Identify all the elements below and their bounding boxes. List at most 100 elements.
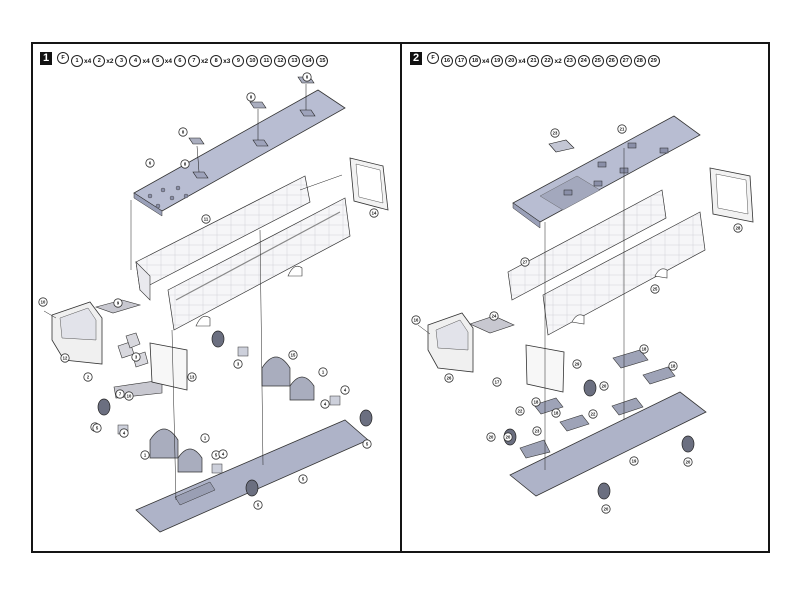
callout-29: 29 (572, 359, 582, 369)
callout-26: 26 (444, 373, 454, 383)
callout-8: 8 (246, 92, 256, 102)
svg-text:18: 18 (554, 411, 559, 416)
left-side-panel (507, 189, 667, 301)
callout-19: 19 (629, 456, 639, 466)
svg-text:29: 29 (575, 362, 580, 367)
callout-21: 21 (617, 124, 627, 134)
svg-text:20: 20 (604, 507, 609, 512)
svg-text:5: 5 (257, 503, 260, 508)
svg-text:8: 8 (184, 162, 187, 167)
svg-text:20: 20 (602, 384, 607, 389)
part-number-25: 25 (591, 55, 604, 67)
step-2-callouts: 2321282725162426172918182018222223201820… (411, 124, 743, 514)
callout-11: 11 (201, 214, 211, 224)
svg-text:24: 24 (492, 314, 497, 319)
callout-24: 24 (489, 311, 499, 321)
svg-text:4: 4 (344, 388, 347, 393)
callout-7: 7 (115, 389, 125, 399)
part-number-15: 15 (316, 55, 329, 67)
callout-1: 1 (140, 450, 150, 460)
svg-text:20: 20 (489, 435, 494, 440)
svg-text:23: 23 (535, 429, 540, 434)
partition-panel (149, 342, 188, 391)
callout-18: 18 (531, 397, 541, 407)
seat-parts (117, 332, 149, 368)
svg-text:4: 4 (324, 402, 327, 407)
svg-text:25: 25 (653, 287, 658, 292)
callout-5: 5 (362, 439, 372, 449)
callout-4: 4 (119, 428, 129, 438)
callout-20: 20 (503, 432, 513, 442)
svg-text:5: 5 (302, 477, 305, 482)
callout-18: 18 (668, 361, 678, 371)
callout-13: 13 (187, 372, 197, 382)
callout-8: 8 (302, 72, 312, 82)
callout-12: 12 (60, 353, 70, 363)
part-number-17: 17 (455, 55, 467, 67)
step-2-diagram (417, 115, 754, 500)
svg-text:23: 23 (553, 131, 558, 136)
callout-18: 18 (639, 344, 649, 354)
panel-divider (400, 42, 402, 553)
roof-panel (512, 115, 701, 223)
svg-text:12: 12 (63, 356, 68, 361)
step-2-number: 2 (410, 51, 422, 65)
callout-5: 5 (253, 500, 263, 510)
svg-text:13: 13 (190, 375, 195, 380)
svg-text:17: 17 (495, 380, 500, 385)
callout-3: 3 (131, 352, 141, 362)
part-number-19: 19 (491, 55, 504, 67)
part-number-10: 10 (246, 55, 259, 67)
callout-28: 28 (733, 223, 743, 233)
svg-text:1: 1 (204, 436, 207, 441)
callout-20: 20 (683, 457, 693, 467)
callout-23: 23 (532, 426, 542, 436)
wheels (503, 379, 695, 500)
callout-22: 22 (515, 406, 525, 416)
callout-5: 5 (92, 423, 102, 433)
callout-4: 4 (340, 385, 350, 395)
callout-25: 25 (650, 284, 660, 294)
svg-text:22: 22 (518, 409, 523, 414)
svg-text:10: 10 (41, 300, 46, 305)
seat-blocks (519, 349, 676, 459)
svg-text:27: 27 (523, 260, 528, 265)
callout-20: 20 (601, 504, 611, 514)
wheels (97, 330, 373, 497)
callout-20: 20 (486, 432, 496, 442)
svg-text:14: 14 (372, 211, 377, 216)
part-number-13: 13 (288, 55, 301, 67)
svg-text:10: 10 (127, 394, 132, 399)
callout-27: 27 (520, 257, 530, 267)
svg-text:18: 18 (534, 400, 539, 405)
part-number-29: 29 (647, 55, 660, 67)
svg-text:2: 2 (87, 375, 90, 380)
part-number-9: 9 (232, 55, 245, 67)
svg-text:22: 22 (591, 412, 596, 417)
callout-8: 8 (180, 159, 190, 169)
roof-hatch (548, 139, 575, 153)
roof-hatches (192, 109, 316, 179)
callout-15: 15 (288, 350, 298, 360)
part-number-24: 24 (577, 55, 590, 67)
glue-icon: F (427, 52, 439, 64)
svg-text:8: 8 (250, 95, 253, 100)
svg-text:26: 26 (447, 376, 452, 381)
svg-text:1: 1 (322, 370, 325, 375)
step-1-number: 1 (40, 51, 52, 65)
callout-1: 1 (200, 433, 210, 443)
callout-1: 1 (318, 367, 328, 377)
svg-text:18: 18 (671, 364, 676, 369)
svg-text:6: 6 (149, 161, 152, 166)
callout-10: 10 (124, 391, 134, 401)
